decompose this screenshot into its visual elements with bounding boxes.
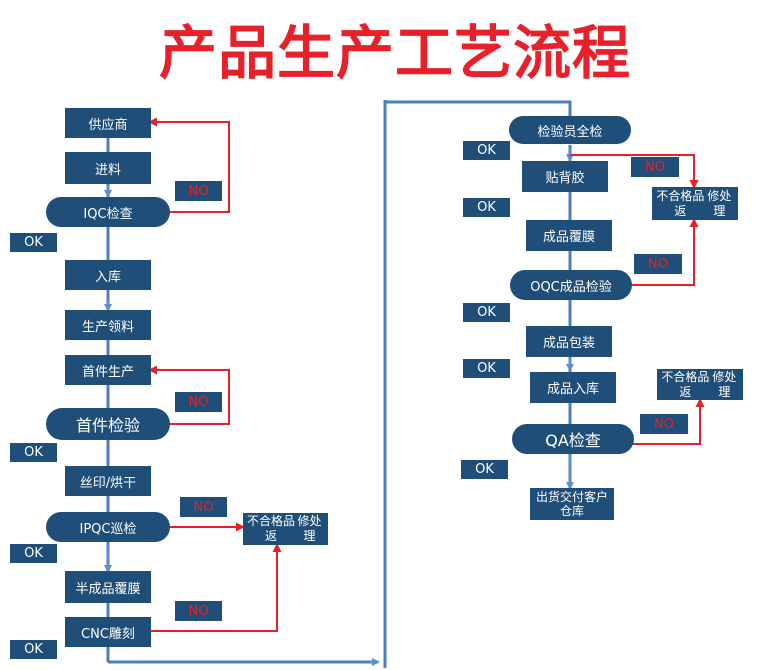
step-first-article-inspection: 首件检验: [46, 408, 170, 440]
ok-tag: OK: [463, 141, 510, 160]
step-warehousing: 入库: [65, 260, 151, 290]
ok-tag: OK: [461, 460, 508, 479]
no-tag: NO: [640, 414, 688, 434]
no-tag: NO: [175, 181, 222, 201]
step-qa-inspection: QA检查: [512, 424, 634, 454]
step-finished-packing: 成品包装: [526, 326, 612, 357]
step-iqc-inspection: IQC检查: [46, 197, 170, 227]
no-tag: NO: [180, 497, 227, 517]
step-finished-film: 成品覆膜: [526, 220, 612, 251]
step-oqc-inspection: OQC成品检验: [510, 270, 632, 300]
no-tag: NO: [175, 601, 222, 621]
step-ipqc-patrol: IPQC巡检: [46, 512, 170, 542]
ok-tag: OK: [10, 640, 57, 659]
reject-label-line2: 修处理: [712, 369, 737, 399]
ok-tag: OK: [463, 359, 510, 378]
reject-label-line2: 修处理: [297, 514, 322, 543]
ok-tag: OK: [10, 544, 57, 563]
step-finished-warehousing: 成品入库: [530, 372, 616, 403]
step-supplier: 供应商: [65, 108, 151, 138]
step-incoming: 进料: [65, 152, 151, 184]
no-tag: NO: [634, 254, 682, 274]
reject-label-line2: 修处理: [707, 188, 732, 218]
ok-tag: OK: [463, 303, 510, 322]
step-material-requisition: 生产领料: [65, 310, 151, 340]
reject-rework-box: 不合格品返 修处理: [652, 187, 738, 220]
ok-tag: OK: [10, 443, 57, 462]
step-ship-to-customer: 出货交付客户仓库: [530, 488, 614, 520]
step-semi-finished-film: 半成品覆膜: [65, 571, 151, 603]
ok-tag: OK: [10, 233, 57, 252]
reject-label-line1: 不合格品返: [247, 514, 296, 543]
reject-rework-box: 不合格品返 修处理: [657, 369, 743, 400]
no-tag: NO: [631, 157, 679, 177]
reject-rework-box: 不合格品返 修处理: [243, 513, 328, 545]
step-back-adhesive: 贴背胶: [522, 161, 608, 192]
ok-tag: OK: [463, 198, 510, 217]
reject-label-line1: 不合格品返: [661, 369, 710, 399]
no-tag: NO: [175, 392, 222, 412]
step-silkscreen-drying: 丝印/烘干: [65, 466, 151, 496]
step-first-article-production: 首件生产: [65, 355, 151, 385]
page-title: 产品生产工艺流程: [158, 19, 631, 87]
step-inspector-full-check: 检验员全检: [509, 116, 631, 144]
reject-label-line1: 不合格品返: [656, 188, 705, 218]
step-cnc-engraving: CNC雕刻: [65, 617, 151, 647]
